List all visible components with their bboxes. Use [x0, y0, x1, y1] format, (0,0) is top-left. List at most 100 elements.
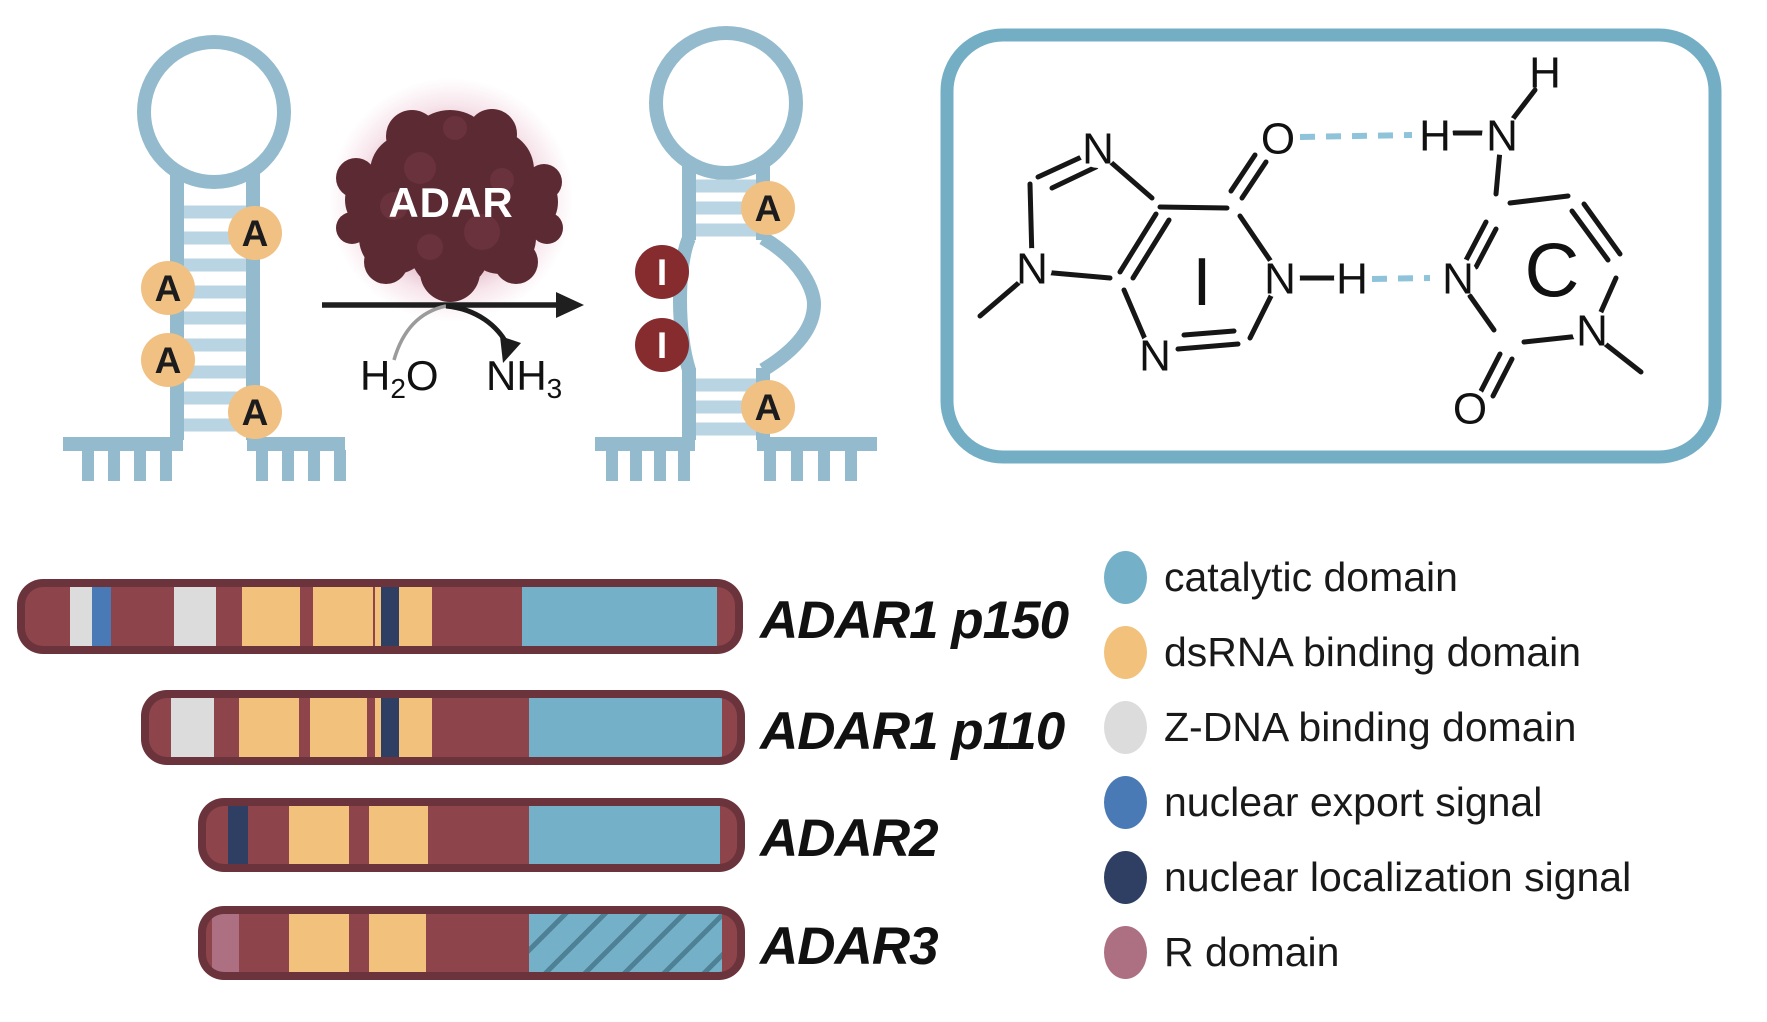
protein-label-adar2: ADAR2	[760, 809, 939, 868]
protein-bar-body	[149, 698, 737, 757]
protein-bar-body	[206, 806, 737, 864]
atom-label-n: N	[1139, 331, 1171, 380]
legend-label: dsRNA binding domain	[1164, 629, 1582, 675]
domain-segment-dsrna	[242, 587, 300, 646]
bulge-right-strand	[759, 231, 822, 376]
nucleotide-letter: A	[755, 387, 782, 428]
domain-segment-nls	[228, 806, 248, 864]
atom-label-i: I	[1193, 244, 1212, 320]
atom-label-n: N	[1082, 124, 1114, 173]
domain-segment-r	[212, 914, 239, 972]
legend-label: catalytic domain	[1164, 554, 1458, 600]
enzyme-label: ADAR	[388, 179, 513, 226]
protein-label-adar1-p150: ADAR1 p150	[760, 590, 1069, 650]
base-pair-rungs	[696, 179, 756, 436]
domain-segment-dsrna	[289, 914, 349, 972]
atom-label-masks	[1012, 54, 1612, 428]
atom-label-n: N	[1486, 111, 1518, 160]
nucleotide-letter: A	[155, 340, 182, 381]
protein-bar-body	[25, 587, 735, 646]
legend-label: R domain	[1164, 929, 1340, 975]
atom-label-h: H	[1336, 254, 1368, 303]
nucleotide-letter: A	[755, 188, 782, 229]
protein-bar-adar3	[198, 906, 745, 980]
nucleotide-letter: A	[242, 213, 269, 254]
domain-segment-dsrna	[239, 698, 299, 757]
domain-segment-dsrna	[313, 587, 373, 646]
atom-label-o: O	[1453, 384, 1487, 433]
hairpin-loop	[137, 35, 291, 189]
domain-segment-nls	[381, 698, 399, 757]
domain-segment-cat	[529, 914, 722, 972]
atom-label-n: N	[1442, 254, 1474, 303]
adenosine-badge: A	[228, 206, 282, 260]
covalent-bonds	[977, 87, 1644, 399]
ssrna-base-comb	[63, 437, 346, 481]
protein-label-adar1-p110: ADAR1 p110	[760, 701, 1065, 761]
atom-label-c: C	[1525, 229, 1580, 314]
adenosine-badge: A	[741, 181, 795, 235]
product-hairpin-rna	[595, 26, 877, 481]
hairpin-loop	[649, 26, 803, 180]
adar-enzyme-blob: ADAR	[329, 78, 573, 322]
substrate-hairpin-rna	[63, 35, 346, 481]
adenosine-badge: A	[141, 333, 195, 387]
hydrogen-bonds	[1299, 132, 1431, 282]
nucleotide-letter: A	[155, 268, 182, 309]
product-nucleotides: A II A	[635, 181, 795, 434]
nucleotide-letter: A	[242, 392, 269, 433]
domain-segment-zdna	[174, 587, 216, 646]
protein-bar-adar2	[198, 798, 745, 872]
domain-segment-zdna	[171, 698, 214, 757]
swoosh-arrowhead	[500, 336, 521, 363]
domain-segment-cat	[529, 806, 720, 864]
legend-label: Z-DNA binding domain	[1164, 704, 1577, 750]
domain-segment-nes	[92, 587, 111, 646]
legend-swatch-r-domain	[1104, 926, 1147, 979]
adenosine-badge: A	[141, 261, 195, 315]
legend-label: nuclear localization signal	[1164, 854, 1632, 900]
protein-label-adar3: ADAR3	[760, 917, 939, 976]
atom-label-h: H	[1419, 111, 1451, 160]
nucleotide-letter: I	[657, 325, 667, 366]
legend-label: nuclear export signal	[1164, 779, 1543, 825]
nucleotide-letter: I	[657, 252, 667, 293]
legend-swatch-nuclear-export-signal	[1104, 776, 1147, 829]
protein-bar-adar1-p110	[141, 690, 745, 765]
atom-label-n: N	[1264, 254, 1296, 303]
water-formula: H2O	[360, 352, 439, 404]
arrowhead	[556, 292, 584, 318]
ammonia-formula: NH3	[486, 352, 562, 404]
reaction-arrow-group: H2O NH3	[322, 292, 584, 404]
legend-item-nuclear-localization-signal: nuclear localization signal	[1104, 851, 1631, 904]
legend-item-catalytic-domain: catalytic domain	[1104, 551, 1631, 604]
protein-bar-adar1-p150	[17, 579, 743, 654]
legend-swatch-nuclear-localization-signal	[1104, 851, 1147, 904]
protein-bar-body	[206, 914, 737, 972]
atom-label-n: N	[1576, 306, 1608, 355]
legend-item-r-domain: R domain	[1104, 926, 1631, 979]
inosine-badge: I	[635, 245, 689, 299]
legend-swatch-catalytic-domain	[1104, 551, 1147, 604]
ssrna-base-comb	[595, 437, 877, 481]
domain-segment-dsrna	[289, 806, 349, 864]
domain-segment-dsrna	[310, 698, 367, 757]
swoosh-tail	[392, 304, 447, 361]
domain-segment-dsrna	[369, 806, 428, 864]
inosine-badge: I	[635, 318, 689, 372]
legend-swatch-dsrna-binding-domain	[1104, 626, 1147, 679]
legend-item-z-dna-binding-domain: Z-DNA binding domain	[1104, 701, 1631, 754]
atom-label-n: N	[1016, 244, 1048, 293]
legend-swatch-z-dna-binding-domain	[1104, 701, 1147, 754]
legend-item-dsrna-binding-domain: dsRNA binding domain	[1104, 626, 1631, 679]
adenosine-badge: A	[741, 380, 795, 434]
domain-segment-cat	[522, 587, 717, 646]
atom-label-o: O	[1261, 114, 1295, 163]
legend-item-nuclear-export-signal: nuclear export signal	[1104, 776, 1631, 829]
